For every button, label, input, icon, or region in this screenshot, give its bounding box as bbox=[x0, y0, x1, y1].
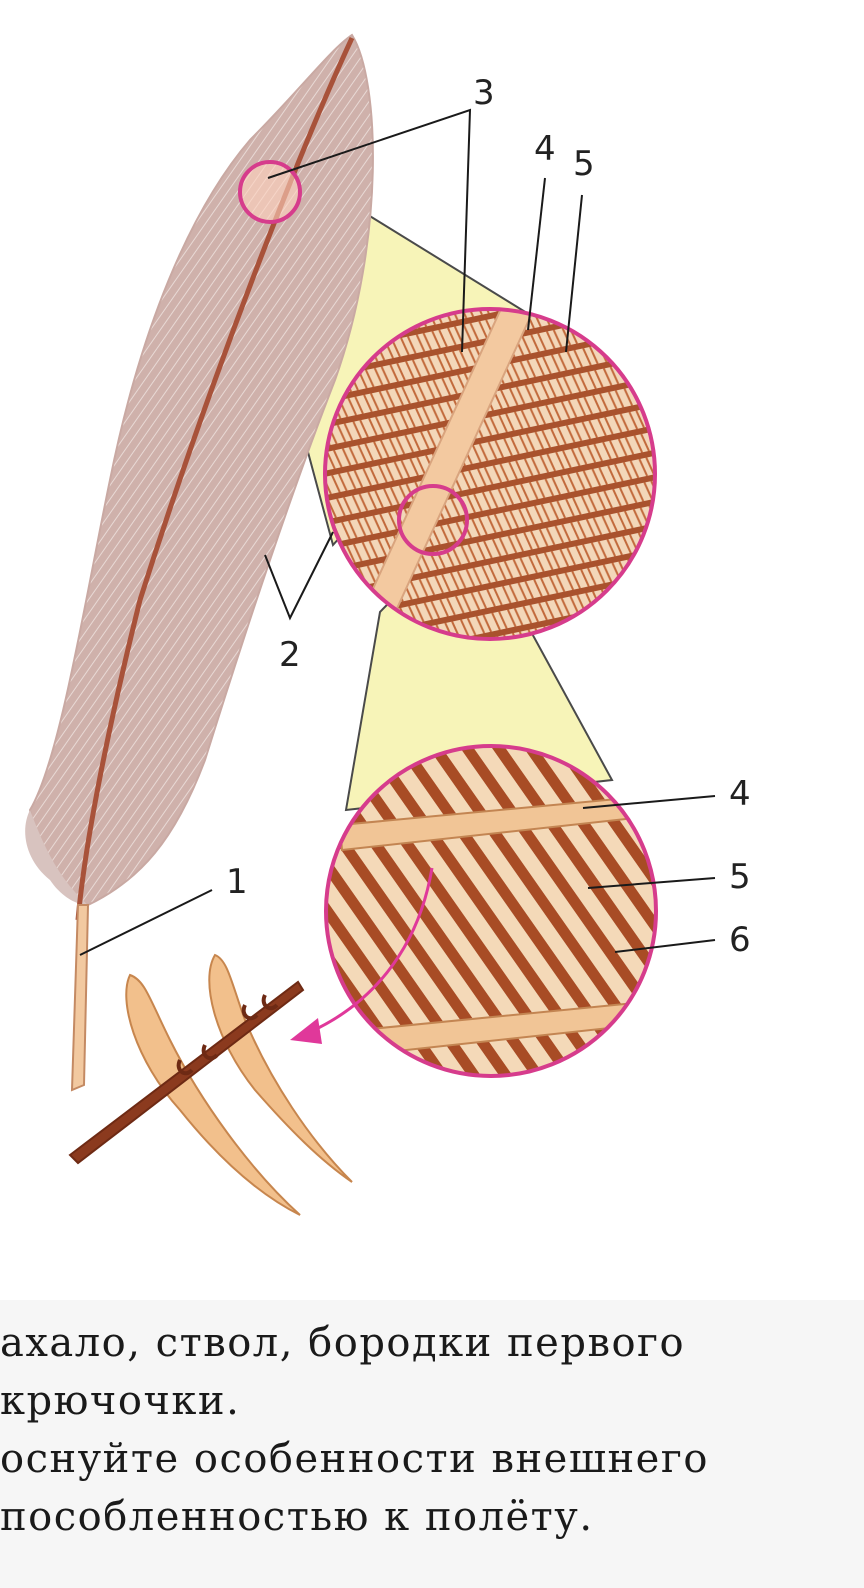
magnifier-small bbox=[238, 160, 302, 224]
feather-down bbox=[25, 810, 88, 905]
leader-1 bbox=[79, 889, 213, 956]
leader-3 bbox=[267, 108, 472, 353]
caption-text: ахало, ствол, бородки первого крючочки. … bbox=[0, 1300, 864, 1588]
leader-6 bbox=[614, 939, 716, 953]
feather-structure-diagram: 1 2 3 4 5 4 5 6 bbox=[25, 33, 751, 1216]
leader-4-bottom bbox=[582, 795, 716, 809]
hooklet-arrow bbox=[309, 867, 434, 1034]
label-4-top: 4 bbox=[534, 129, 556, 169]
label-3: 3 bbox=[473, 73, 495, 113]
zoom-circle-middle bbox=[325, 309, 655, 639]
label-1: 1 bbox=[226, 862, 248, 902]
label-5-bottom: 5 bbox=[729, 857, 751, 897]
leader-5-bottom bbox=[587, 877, 716, 889]
caption-line-1: ахало, ствол, бородки первого bbox=[0, 1320, 686, 1366]
feather-rachis bbox=[75, 36, 355, 921]
magnifier-ring-large bbox=[324, 744, 658, 1078]
leader-5-top bbox=[565, 194, 583, 353]
label-4-bottom: 4 bbox=[729, 774, 751, 814]
label-6: 6 bbox=[729, 920, 751, 960]
feather-shaft bbox=[70, 904, 90, 1092]
hooklets bbox=[176, 994, 279, 1076]
hooklet-arrow-head bbox=[290, 1018, 322, 1044]
label-2: 2 bbox=[279, 635, 301, 675]
caption-line-2: крючочки. bbox=[0, 1378, 241, 1424]
leader-2 bbox=[264, 531, 334, 621]
magnifier-inner bbox=[397, 484, 469, 556]
caption-line-4: пособленностью к полёту. bbox=[0, 1494, 594, 1540]
caption-line-3: оснуйте особенности внешнего bbox=[0, 1436, 709, 1482]
barbule-left bbox=[125, 973, 301, 1216]
magnifier-ring-middle bbox=[323, 307, 657, 641]
label-5-top: 5 bbox=[573, 144, 595, 184]
leader-4-top bbox=[527, 177, 546, 331]
